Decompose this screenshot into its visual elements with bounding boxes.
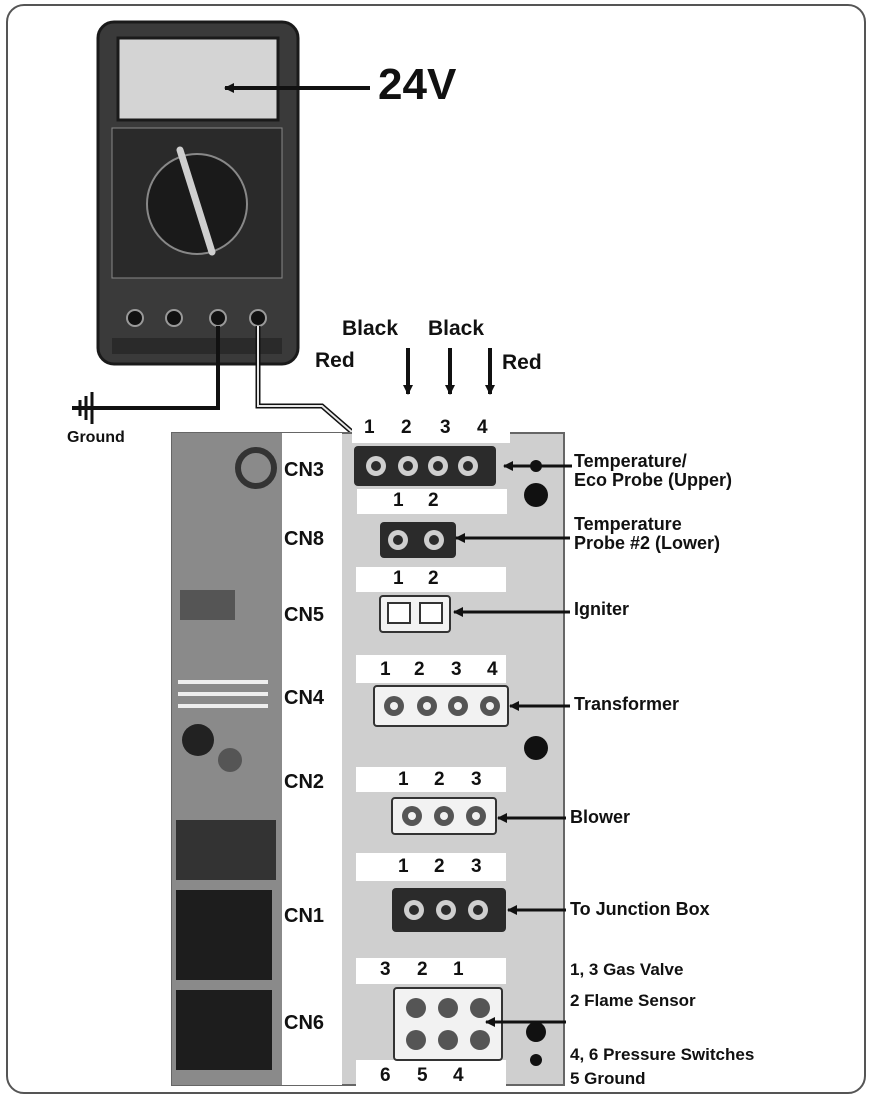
pin-number: 5 — [417, 1066, 428, 1086]
connector-id-cn3: CN3 — [284, 460, 324, 481]
pin-number: 4 — [477, 418, 488, 438]
wire-label-black-2: Black — [428, 318, 484, 340]
mount-hole — [524, 483, 548, 507]
pin-number: 1 — [380, 660, 391, 680]
ground-label: Ground — [67, 430, 125, 447]
connector-id-cn8: CN8 — [284, 529, 324, 550]
callout-pressure-switches: 4, 6 Pressure Switches — [570, 1046, 754, 1064]
cn3-connector — [354, 446, 496, 486]
wire-arrows — [408, 348, 490, 394]
pin-number: 6 — [380, 1066, 391, 1086]
pin-number: 1 — [393, 491, 404, 511]
connector-id-cn6: CN6 — [284, 1013, 324, 1034]
callout-temperature-eco-probe: Temperature/ Eco Probe (Upper) — [574, 452, 732, 490]
cn4-connector — [374, 686, 508, 726]
multimeter — [98, 22, 298, 364]
cn6-connector — [394, 988, 502, 1060]
meter-reading-label: 24V — [378, 62, 456, 108]
pin-number: 1 — [364, 418, 375, 438]
meter-display — [118, 38, 278, 120]
connector-id-cn5: CN5 — [284, 605, 324, 626]
pin-number: 2 — [417, 960, 428, 980]
cn1-connector — [392, 888, 506, 932]
mount-hole — [524, 736, 548, 760]
pin-number: 4 — [487, 660, 498, 680]
connector-id-cn2: CN2 — [284, 772, 324, 793]
pin-number: 3 — [451, 660, 462, 680]
connector-id-cn1: CN1 — [284, 906, 324, 927]
pin-number: 3 — [440, 418, 451, 438]
wire-label-red-left: Red — [315, 350, 355, 372]
callout-junction-box: To Junction Box — [570, 900, 710, 919]
pin-number: 2 — [401, 418, 412, 438]
pin-number: 4 — [453, 1066, 464, 1086]
mount-hole — [526, 1022, 546, 1042]
pin-number: 1 — [453, 960, 464, 980]
connector-id-cn4: CN4 — [284, 688, 324, 709]
pin-number: 2 — [414, 660, 425, 680]
wire-label-red-right: Red — [502, 352, 542, 374]
callout-flame-sensor: 2 Flame Sensor — [570, 992, 696, 1010]
cn2-connector — [392, 798, 496, 834]
pin-number: 3 — [471, 770, 482, 790]
callout-blower: Blower — [570, 808, 630, 827]
callout-ground: 5 Ground — [570, 1070, 646, 1088]
mount-hole — [530, 1054, 542, 1066]
pin-number: 1 — [398, 770, 409, 790]
callout-igniter: Igniter — [574, 600, 629, 619]
pin-number: 2 — [428, 491, 439, 511]
callout-gas-valve: 1, 3 Gas Valve — [570, 961, 683, 979]
pin-number: 3 — [471, 857, 482, 877]
pin-number: 2 — [434, 857, 445, 877]
cn5-connector — [380, 596, 450, 632]
pin-number: 2 — [428, 569, 439, 589]
pin-number: 1 — [398, 857, 409, 877]
callout-temperature-probe-2: Temperature Probe #2 (Lower) — [574, 515, 720, 553]
control-board — [172, 433, 564, 1085]
cn8-connector — [380, 522, 456, 558]
pin-number: 3 — [380, 960, 391, 980]
pin-number: 1 — [393, 569, 404, 589]
callout-transformer: Transformer — [574, 695, 679, 714]
pin-number: 2 — [434, 770, 445, 790]
wire-label-black-1: Black — [342, 318, 398, 340]
